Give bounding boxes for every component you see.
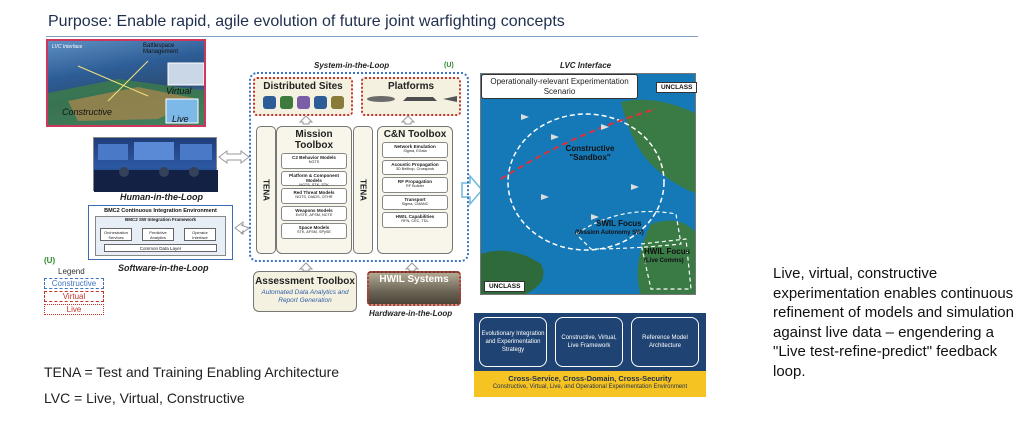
cross-banner: Cross-Service, Cross-Domain, Cross-Secur…	[474, 371, 706, 397]
human-in-the-loop-image	[93, 137, 218, 192]
constructive-label: Constructive	[62, 107, 113, 117]
battlespace-label: Battlespace Management	[143, 43, 179, 55]
strategy-evolutionary: Evolutionary Integration and Experimenta…	[479, 317, 547, 367]
scenario-box: Operationally-relevant Experimentation S…	[481, 74, 638, 99]
lvc-illustration: LVC Interface Battlespace Management Vir…	[46, 39, 206, 127]
arrow-platforms-down	[400, 115, 416, 125]
hwil-focus-label: HWIL Focus	[644, 247, 691, 256]
strategy-cvl-framework: Constructive, Virtual, Live Framework	[555, 317, 623, 367]
common-data-layer: Common Data Layer	[104, 244, 217, 252]
legend-title: Legend	[58, 267, 85, 276]
bmc2-framework: BMC2 SW Integration Framework Orchestrat…	[95, 216, 226, 256]
platform-vehicles-icon	[367, 96, 457, 102]
distributed-sites: Distributed Sites	[253, 77, 353, 116]
site-icon	[279, 96, 293, 109]
predictive-analytics: Predictive Analytics	[142, 228, 174, 241]
assessment-title: Assessment Toolbox	[255, 276, 355, 287]
strategy-reference-model: Reference Model Architecture	[631, 317, 699, 367]
tena-right-label: TENA	[358, 179, 368, 201]
summary-text: Live, virtual, constructive experimentat…	[773, 265, 1014, 380]
hwil-focus-sub: (Live Comms)	[644, 258, 684, 264]
virtual-label: Virtual	[166, 86, 192, 96]
swil-focus-sub: (Mission Autonomy SW)	[575, 230, 644, 236]
center-classification: (U)	[444, 62, 454, 69]
sandbox-label: Constructive "Sandbox"	[565, 144, 615, 162]
title-rule	[46, 36, 698, 37]
bmc2-framework-title: BMC2 SW Integration Framework	[124, 217, 196, 222]
site-icon	[262, 96, 276, 109]
tena-caption: TENA = Test and Training Enabling Archit…	[44, 364, 340, 380]
arrow-software-center	[234, 221, 251, 235]
tena-bar-left: TENA	[256, 126, 276, 254]
platforms-title: Platforms	[387, 81, 435, 92]
arrow-assess-up	[298, 262, 314, 272]
legend: (U) Legend Constructive Virtual Live	[44, 256, 104, 317]
assessment-subtitle: Automated Data Analytics and Report Gene…	[261, 289, 349, 304]
arrow-human-center	[218, 150, 250, 164]
legend-virtual: Virtual	[44, 291, 104, 302]
bmc2-environment: BMC2 Continuous Integration Environment …	[88, 205, 233, 260]
arrow-sites-down	[298, 115, 314, 125]
legend-live: Live	[44, 304, 104, 315]
lvc-caption: LVC = Live, Virtual, Constructive	[44, 390, 245, 406]
platforms: Platforms	[361, 77, 461, 116]
operator-interface: Operator Interface	[184, 228, 216, 241]
swil-focus-label: SWIL Focus	[596, 219, 642, 228]
lvc-scenario-map	[480, 73, 696, 295]
orchestration-services: Orchestration Services	[100, 228, 132, 241]
unclass-badge-top: UNCLASS	[656, 82, 698, 93]
site-icon	[330, 96, 344, 109]
legend-classification: (U)	[44, 256, 56, 265]
hwil-systems: HWIL Systems	[367, 271, 461, 306]
cross-banner-title: Cross-Service, Cross-Domain, Cross-Secur…	[508, 374, 672, 383]
tena-left-label: TENA	[261, 179, 271, 201]
legend-constructive: Constructive	[44, 278, 104, 289]
lvc-interface-tag: LVC Interface	[52, 44, 83, 50]
strategy-box: Evolutionary Integration and Experimenta…	[474, 313, 706, 371]
operators-graphic	[94, 142, 218, 192]
human-in-the-loop-label: Human-in-the-Loop	[120, 192, 203, 202]
system-frame	[249, 72, 469, 262]
slide-title: Purpose: Enable rapid, agile evolution o…	[48, 13, 565, 30]
tena-bar-right: TENA	[353, 126, 373, 254]
cross-banner-sub: Constructive, Virtual, Live, and Operati…	[492, 384, 688, 390]
live-label: Live	[172, 114, 189, 124]
arrow-hwil-up	[404, 262, 420, 272]
software-in-the-loop-label: Software-in-the-Loop	[118, 263, 209, 273]
mission-toolbox-title: Mission Toolbox	[294, 129, 334, 151]
assessment-toolbox: Assessment Toolbox Automated Data Analyt…	[253, 271, 357, 312]
hwil-systems-title: HWIL Systems	[379, 274, 449, 285]
hardware-in-the-loop-label: Hardware-in-the-Loop	[369, 309, 453, 318]
unclass-badge-bottom: UNCLASS	[484, 281, 526, 292]
bmc2-title: BMC2 Continuous Integration Environment	[104, 208, 217, 214]
cn-toolbox-title: C&N Toolbox	[383, 129, 447, 140]
distributed-sites-title: Distributed Sites	[263, 81, 343, 92]
system-in-the-loop-label: System-in-the-Loop	[314, 61, 390, 70]
site-icon	[296, 96, 310, 109]
terrain-graphic	[48, 60, 204, 125]
lvc-interface-label: LVC Interface	[560, 61, 612, 70]
site-icon	[313, 96, 327, 109]
